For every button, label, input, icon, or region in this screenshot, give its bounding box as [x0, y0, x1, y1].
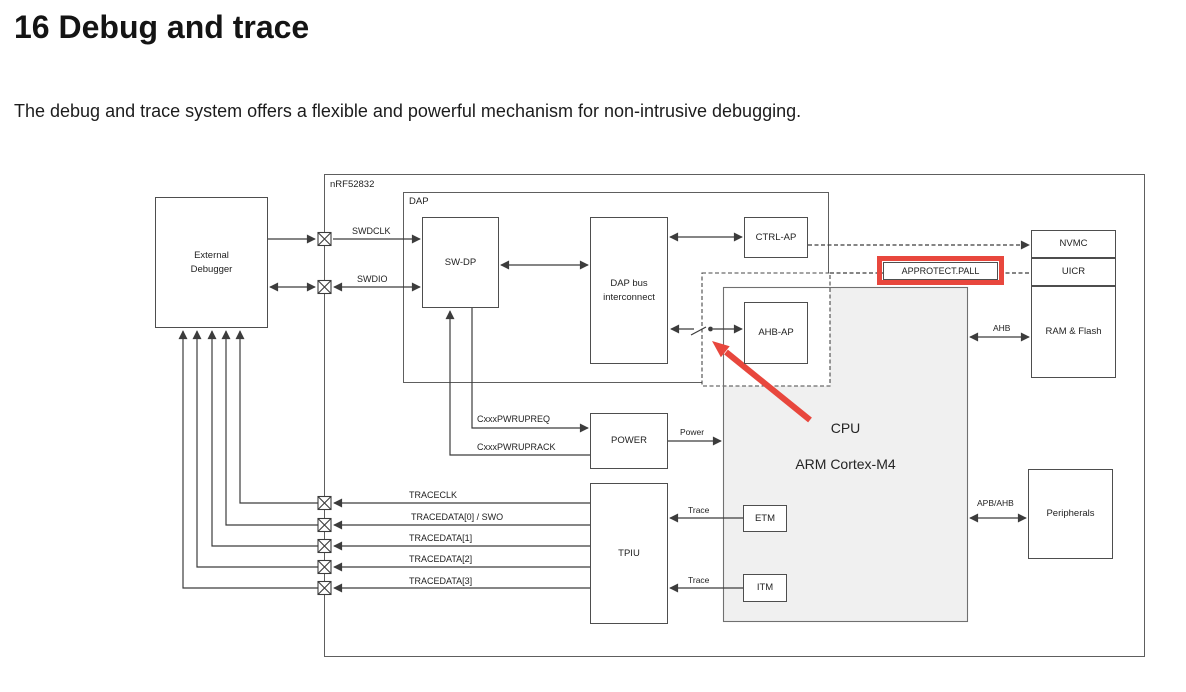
- nrf52832-frame-label: nRF52832: [330, 179, 375, 190]
- trace-return-wires: [178, 330, 318, 589]
- approtect-highlight-box: [877, 256, 1004, 285]
- intro-paragraph: The debug and trace system offers a flex…: [14, 101, 802, 121]
- pwrupack-label: CxxxPWRUPRACK: [477, 442, 556, 452]
- page-title: 16 Debug and trace: [14, 9, 310, 45]
- ahb-label: AHB: [993, 323, 1011, 333]
- tpiu-label: TPIU: [618, 547, 640, 559]
- pad-icons: [317, 231, 332, 596]
- pwrupreq-wire: [471, 308, 589, 433]
- external-debugger-label-line1: External: [194, 250, 229, 262]
- sw-dp-label: SW-DP: [444, 256, 477, 268]
- ahb-ap-block: AHB-AP: [744, 302, 808, 364]
- dap-bus-interconnect-block: DAP bus interconnect: [590, 217, 668, 364]
- tracedata3-label: TRACEDATA[3]: [409, 576, 473, 586]
- trace-etm-label: Trace: [688, 505, 710, 515]
- ram-flash-block: RAM & Flash: [1031, 286, 1116, 378]
- approtect-label-box: APPROTECT.PALL: [883, 262, 998, 280]
- red-arrow-icon: [712, 341, 812, 423]
- approtect-label: APPROTECT.PALL: [901, 266, 980, 276]
- uicr-label: UICR: [1061, 266, 1086, 278]
- ahb-ap-label: AHB-AP: [758, 327, 794, 339]
- power-block-label: POWER: [611, 435, 647, 447]
- tracedata1-label: TRACEDATA[1]: [409, 533, 473, 543]
- uicr-block: UICR: [1031, 258, 1116, 286]
- traceclk-pad-icon: [317, 495, 332, 511]
- dap-frame-label: DAP: [409, 196, 429, 207]
- etm-label: ETM: [754, 512, 776, 524]
- peripherals-block: Peripherals: [1028, 469, 1113, 559]
- etm-block: ETM: [743, 505, 787, 532]
- ctrl-ap-label: CTRL-AP: [755, 231, 797, 243]
- dap-bus-label-line1: DAP bus: [610, 278, 648, 290]
- tracedata0-label: TRACEDATA[0] / SWO: [411, 512, 504, 522]
- nvmc-label: NVMC: [1059, 238, 1088, 250]
- swdio-pad-icon: [317, 279, 332, 295]
- power-block: POWER: [590, 413, 668, 469]
- tpiu-block: TPIU: [590, 483, 668, 624]
- trace-pad-wires: [333, 498, 590, 593]
- traceclk-label: TRACECLK: [409, 490, 458, 500]
- swdclk-pad-icon: [317, 231, 332, 247]
- swdclk-label: SWDCLK: [352, 226, 391, 236]
- external-debugger-block: External Debugger: [155, 197, 268, 328]
- itm-block: ITM: [743, 574, 787, 602]
- sw-dp-block: SW-DP: [422, 217, 499, 308]
- ram-flash-label: RAM & Flash: [1045, 326, 1102, 338]
- dap-bus-label-line2: interconnect: [603, 291, 655, 303]
- tracedata3-pad-icon: [317, 580, 332, 596]
- peripherals-label: Peripherals: [1046, 508, 1095, 520]
- cpu-region-border: [722, 286, 969, 623]
- cpu-type-label: ARM Cortex-M4: [795, 456, 896, 472]
- cpu-label: CPU: [830, 420, 861, 436]
- nvmc-block: NVMC: [1031, 230, 1116, 258]
- tracedata2-pad-icon: [317, 559, 332, 575]
- tracedata1-pad-icon: [317, 538, 332, 554]
- pwrupack-wire: [445, 310, 590, 456]
- ahbap-switch-icon: [670, 324, 743, 336]
- pwrupreq-label: CxxxPWRUPREQ: [477, 414, 551, 424]
- nrf52832-frame: [324, 174, 1145, 657]
- power-signal-label: Power: [680, 427, 705, 437]
- trace-itm-label: Trace: [688, 575, 710, 585]
- swdio-label: SWDIO: [357, 274, 388, 284]
- ctrl-ap-block: CTRL-AP: [744, 217, 808, 258]
- tracedata0-pad-icon: [317, 517, 332, 533]
- apb-ahb-label: APB/AHB: [977, 498, 1014, 508]
- tracedata2-label: TRACEDATA[2]: [409, 554, 473, 564]
- external-debugger-label-line2: Debugger: [190, 263, 233, 275]
- itm-label: ITM: [756, 582, 774, 594]
